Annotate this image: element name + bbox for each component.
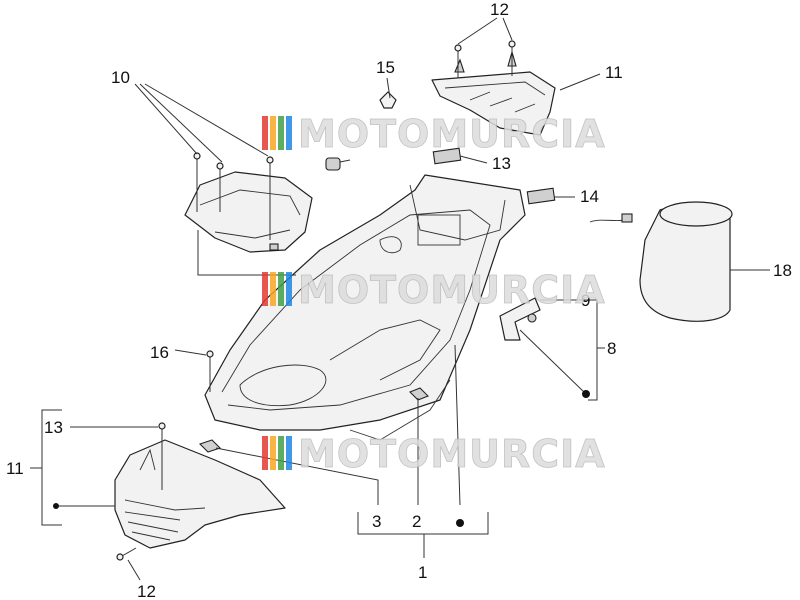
- rubber-pad-14: [526, 187, 556, 205]
- watermark-text-bottom: MOTOMURCIA: [298, 432, 606, 476]
- label-12-bottom: 12: [137, 582, 156, 600]
- screw-10-b: [216, 162, 224, 212]
- label-2: 2: [412, 512, 421, 531]
- screw-10-a: [193, 152, 201, 212]
- screw-10-c: [266, 156, 274, 240]
- helmet-compartment: [204, 174, 526, 441]
- rubber-pad-13: [432, 147, 462, 165]
- watermark-middle: MOTOMURCIA: [262, 268, 606, 312]
- rear-grille-cover: [114, 439, 286, 549]
- part-labels: 12 11 15 10 13 14 18 9 8 16 13 11 12 3 2…: [6, 0, 792, 600]
- label-9: 9: [581, 291, 590, 310]
- label-8: 8: [607, 339, 616, 358]
- screw-12-top-left: [454, 44, 462, 78]
- clip-2: [409, 387, 429, 401]
- label-11-top: 11: [605, 63, 623, 82]
- watermark-bottom: MOTOMURCIA: [262, 432, 606, 476]
- watermark-text-middle: MOTOMURCIA: [298, 268, 606, 312]
- clip-3: [198, 439, 222, 453]
- label-12-top: 12: [490, 0, 509, 19]
- bracket-8: [499, 297, 541, 341]
- label-16: 16: [150, 343, 169, 362]
- label-13-left: 13: [44, 418, 63, 437]
- label-11-left: 11: [6, 459, 24, 478]
- leader-lines: [30, 17, 770, 581]
- label-10: 10: [111, 68, 130, 87]
- watermark-top: MOTOMURCIA: [262, 112, 606, 156]
- mud-flap-cover: [589, 201, 733, 322]
- label-14: 14: [580, 187, 599, 206]
- label-3: 3: [372, 512, 381, 531]
- label-15: 15: [376, 58, 395, 77]
- label-18: 18: [773, 261, 792, 280]
- label-13-top: 13: [492, 154, 511, 173]
- screw-13-bottom: [158, 422, 166, 490]
- storage-lid: [184, 171, 313, 253]
- label-1: 1: [418, 563, 427, 582]
- clip-15: [379, 91, 397, 109]
- watermark-text-top: MOTOMURCIA: [298, 112, 606, 156]
- rubber-plug: [325, 157, 351, 171]
- screw-12-bottom: [116, 547, 137, 561]
- screw-16: [206, 350, 214, 392]
- screw-12-top-right: [508, 40, 516, 76]
